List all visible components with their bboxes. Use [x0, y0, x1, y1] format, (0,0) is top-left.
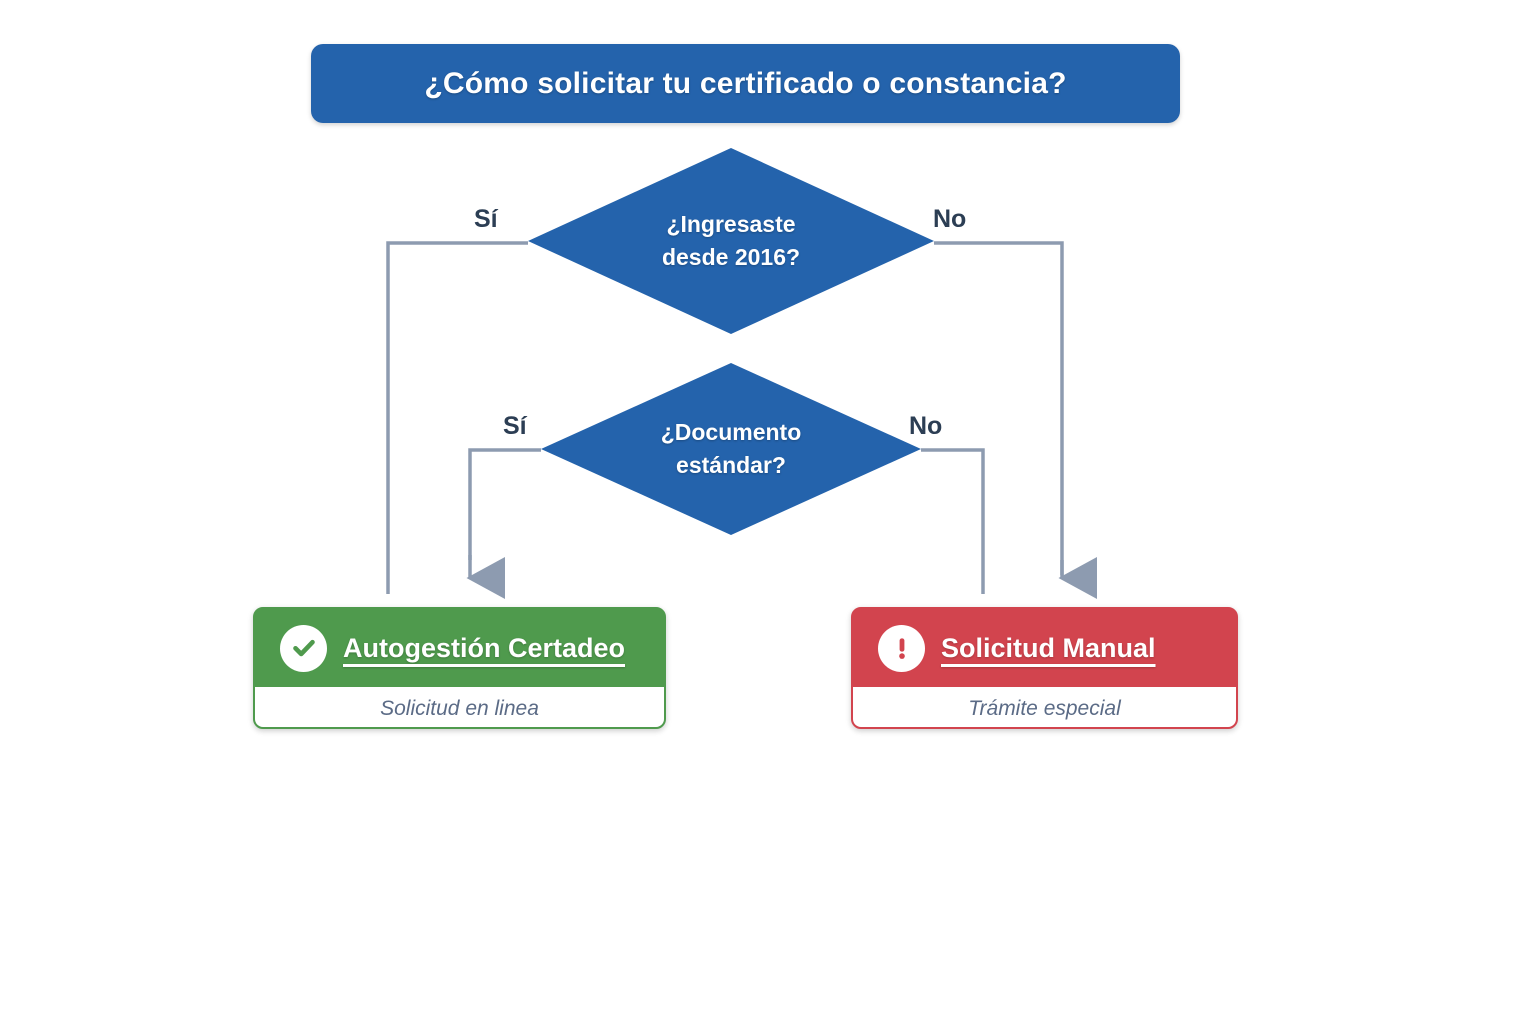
edge-label-d2-yes: Sí	[503, 412, 527, 440]
result-card-manual[interactable]: Solicitud Manual Trámite especial	[851, 607, 1238, 729]
edge-label-d1-no: No	[933, 205, 967, 233]
edge-label-d2-no: No	[909, 412, 943, 440]
edge-d2-no	[921, 448, 985, 594]
result-card-title: Solicitud Manual	[941, 632, 1156, 663]
result-card-title: Autogestión Certadeo	[343, 632, 626, 663]
check-circle-icon	[280, 624, 327, 672]
result-card-header: Solicitud Manual	[853, 609, 1236, 687]
edge-d2-yes	[468, 448, 541, 560]
result-card-subtitle-bar: Solicitud en linea	[255, 687, 664, 727]
result-card-header: Autogestión Certadeo	[255, 609, 664, 687]
decision-node-documento-estandar[interactable]: ¿Documento estándar?	[541, 363, 921, 535]
page-title-text: ¿Cómo solicitar tu certificado o constan…	[424, 66, 1067, 100]
result-card-subtitle: Solicitud en linea	[380, 697, 539, 720]
result-card-subtitle: Trámite especial	[968, 697, 1121, 720]
decision-label: ¿Ingresaste desde 2016?	[661, 211, 801, 270]
result-card-autogestion[interactable]: Autogestión Certadeo Solicitud en linea	[253, 607, 666, 729]
decision-node-ingreso-year[interactable]: ¿Ingresaste desde 2016?	[528, 148, 934, 334]
decision-label: ¿Documento estándar?	[660, 419, 802, 478]
edge-label-d1-yes: Sí	[474, 205, 498, 233]
page-title: ¿Cómo solicitar tu certificado o constan…	[311, 44, 1180, 123]
edge-d1-no	[934, 241, 1064, 575]
exclamation-circle-icon	[878, 624, 925, 672]
result-card-subtitle-bar: Trámite especial	[853, 687, 1236, 727]
